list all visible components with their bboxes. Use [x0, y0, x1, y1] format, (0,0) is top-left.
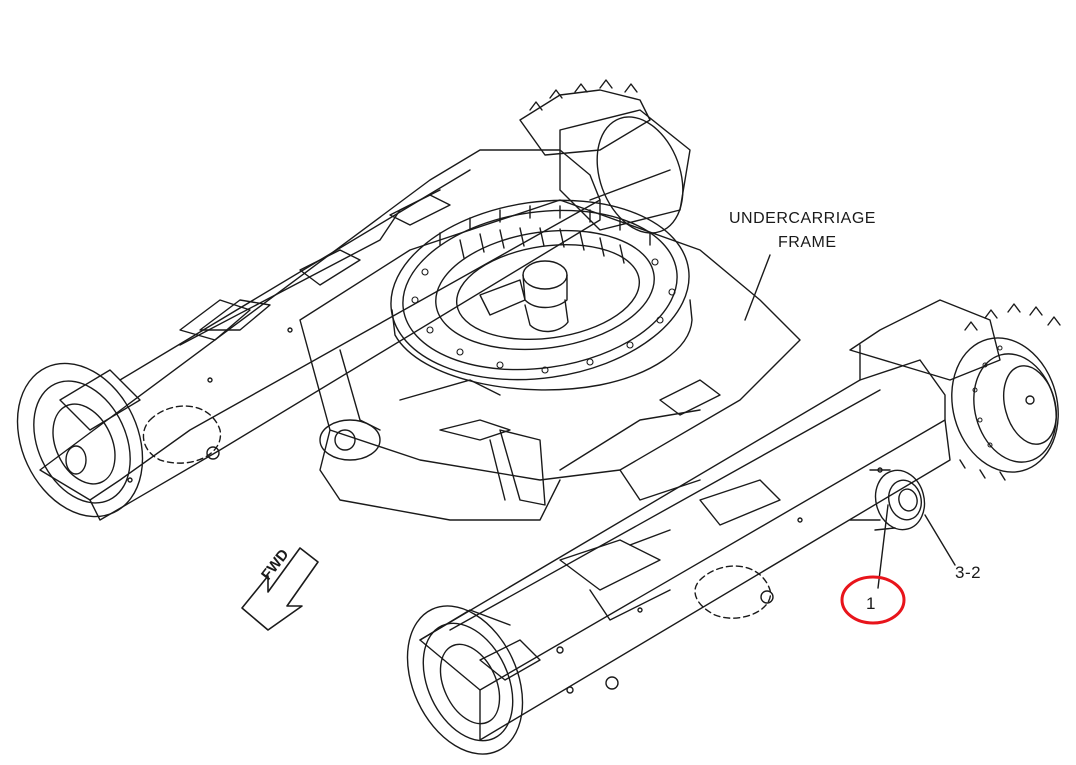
car-body [299, 199, 801, 521]
carrier-roller [849, 469, 926, 531]
frame-label-sub: FRAME [778, 234, 837, 251]
callout-1-leader [877, 504, 889, 589]
frame-leader-line [744, 254, 771, 321]
frame-label: UNDERCARRIAGE [729, 210, 876, 227]
callout-3-2-label: 3-2 [955, 563, 982, 582]
swing-bearing [390, 199, 693, 391]
right-drive-sprocket [951, 303, 1061, 481]
left-idler-wheel [16, 362, 144, 518]
fwd-arrow [241, 547, 319, 631]
callout-1-highlight [840, 575, 906, 625]
left-track-frame [39, 149, 601, 521]
left-drive-sprocket [519, 79, 691, 234]
right-track-frame [419, 299, 1001, 741]
right-idler-wheel [406, 605, 574, 755]
callout-1-label: 1 [866, 594, 876, 613]
callout-3-2-leader [924, 514, 956, 566]
